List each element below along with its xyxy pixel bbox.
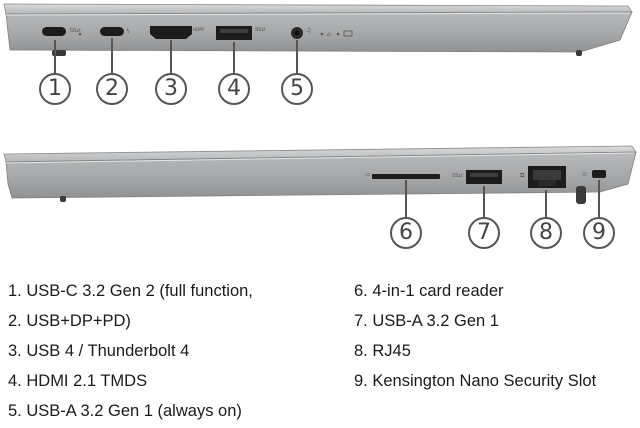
legend-item-3: 3. USB 4 / Thunderbolt 4 — [8, 342, 190, 360]
leader-6 — [405, 180, 407, 220]
legend-item-1: 1. USB-C 3.2 Gen 2 (full function, — [8, 282, 253, 300]
svg-text:SS⇄: SS⇄ — [70, 28, 81, 34]
leader-1 — [54, 40, 56, 76]
svg-text:ϟ: ϟ — [126, 28, 130, 35]
svg-text:SS⇄: SS⇄ — [255, 27, 266, 33]
svg-text:⌂: ⌂ — [327, 31, 331, 38]
legend-item-6: 6. 4-in-1 card reader — [354, 282, 504, 300]
port-legend: 1. USB-C 3.2 Gen 2 (full function, 2. US… — [0, 276, 640, 428]
legend-item-9: 9. Kensington Nano Security Slot — [354, 372, 597, 390]
legend-column-right: 6. 4-in-1 card reader 7. USB-A 3.2 Gen 1… — [354, 276, 596, 396]
base-bottom — [5, 151, 637, 199]
right-side-view: ▭ SS⇄ ⧉ ⊙ — [3, 145, 637, 204]
leader-7 — [483, 186, 485, 220]
usb-c-port-1 — [42, 27, 66, 36]
callout-4: 4 — [218, 73, 250, 105]
usb-c-port-2 — [100, 27, 124, 36]
legend-item-8: 8. RJ45 — [354, 342, 411, 360]
card-reader-slot — [372, 174, 440, 179]
svg-text:⊙: ⊙ — [582, 171, 587, 178]
legend-column-left: 1. USB-C 3.2 Gen 2 (full function, 2. US… — [8, 276, 253, 426]
svg-text:⧉: ⧉ — [520, 172, 525, 179]
laptop-side-views: SS⇄ ϟ HDMI SS⇄ ♫ ⌂ — [3, 3, 637, 204]
callout-5: 5 — [281, 73, 313, 105]
svg-text:▭: ▭ — [365, 171, 371, 178]
callout-2: 2 — [96, 73, 128, 105]
base-top — [5, 11, 633, 53]
callout-3: 3 — [155, 73, 187, 105]
callout-7: 7 — [468, 217, 500, 249]
leader-5 — [296, 40, 298, 76]
svg-text:SS⇄: SS⇄ — [452, 173, 463, 179]
callout-6: 6 — [390, 217, 422, 249]
legend-item-2: 2. USB+DP+PD) — [8, 312, 131, 330]
hdmi-port — [150, 26, 192, 39]
callout-9: 9 — [583, 217, 615, 249]
callout-1: 1 — [39, 73, 71, 105]
ports-diagram: SS⇄ ϟ HDMI SS⇄ ♫ ⌂ — [3, 3, 637, 249]
callout-8: 8 — [530, 217, 562, 249]
legend-item-4: 4. HDMI 2.1 TMDS — [8, 372, 148, 390]
leader-4 — [233, 42, 235, 76]
leader-8 — [545, 190, 547, 220]
svg-text:HDMI: HDMI — [193, 27, 204, 32]
left-side-view: SS⇄ ϟ HDMI SS⇄ ♫ ⌂ — [3, 3, 633, 56]
legend-item-7: 7. USB-A 3.2 Gen 1 — [354, 312, 499, 330]
svg-text:♫: ♫ — [306, 27, 311, 34]
leader-2 — [111, 38, 113, 76]
leader-9 — [598, 180, 600, 220]
legend-item-5: 5. USB-A 3.2 Gen 1 (always on) — [8, 402, 242, 420]
leader-3 — [170, 40, 172, 76]
kensington-slot — [592, 170, 606, 178]
